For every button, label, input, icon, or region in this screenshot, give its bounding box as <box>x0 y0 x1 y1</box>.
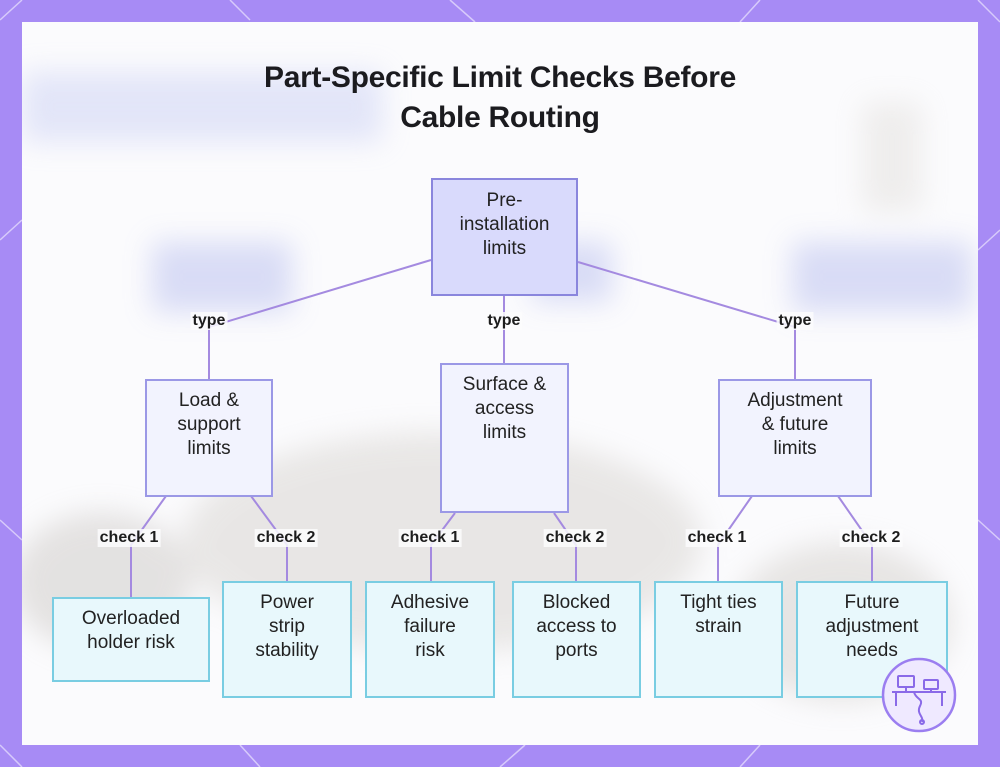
edge-label-surface-check-2: check 2 <box>543 529 607 547</box>
node-power-strip-stability: Power strip stability <box>222 581 352 698</box>
edge-label-adjust-check-1: check 1 <box>685 529 749 547</box>
node-surface-access-limits: Surface & access limits <box>440 363 569 513</box>
edge-surface-blocked <box>553 512 577 581</box>
node-pre-installation-limits: Pre- installation limits <box>431 178 578 296</box>
edge-label-type-right: type <box>776 312 814 330</box>
edge-label-load-check-2: check 2 <box>254 529 318 547</box>
node-adhesive-failure-risk: Adhesive failure risk <box>365 581 495 698</box>
node-load-support-limits: Load & support limits <box>145 379 273 497</box>
edge-label-load-check-1: check 1 <box>97 529 161 547</box>
desk-workstation-icon <box>881 657 957 733</box>
node-overloaded-holder-risk: Overloaded holder risk <box>52 597 210 682</box>
edge-root-adjust <box>577 261 796 379</box>
edge-root-load <box>208 259 432 379</box>
edge-label-adjust-check-2: check 2 <box>839 529 903 547</box>
title-line-1: Part-Specific Limit Checks Before <box>264 61 736 94</box>
node-blocked-access-to-ports: Blocked access to ports <box>512 581 641 698</box>
edge-label-surface-check-1: check 1 <box>398 529 462 547</box>
title-line-2: Cable Routing <box>400 101 600 134</box>
edge-surface-adhesive <box>430 512 456 581</box>
diagram-title: Part-Specific Limit Checks Before Cable … <box>0 58 1000 138</box>
edge-label-type-mid: type <box>485 312 523 330</box>
edge-label-type-left: type <box>190 312 228 330</box>
node-adjustment-future-limits: Adjustment & future limits <box>718 379 872 497</box>
node-tight-ties-strain: Tight ties strain <box>654 581 783 698</box>
